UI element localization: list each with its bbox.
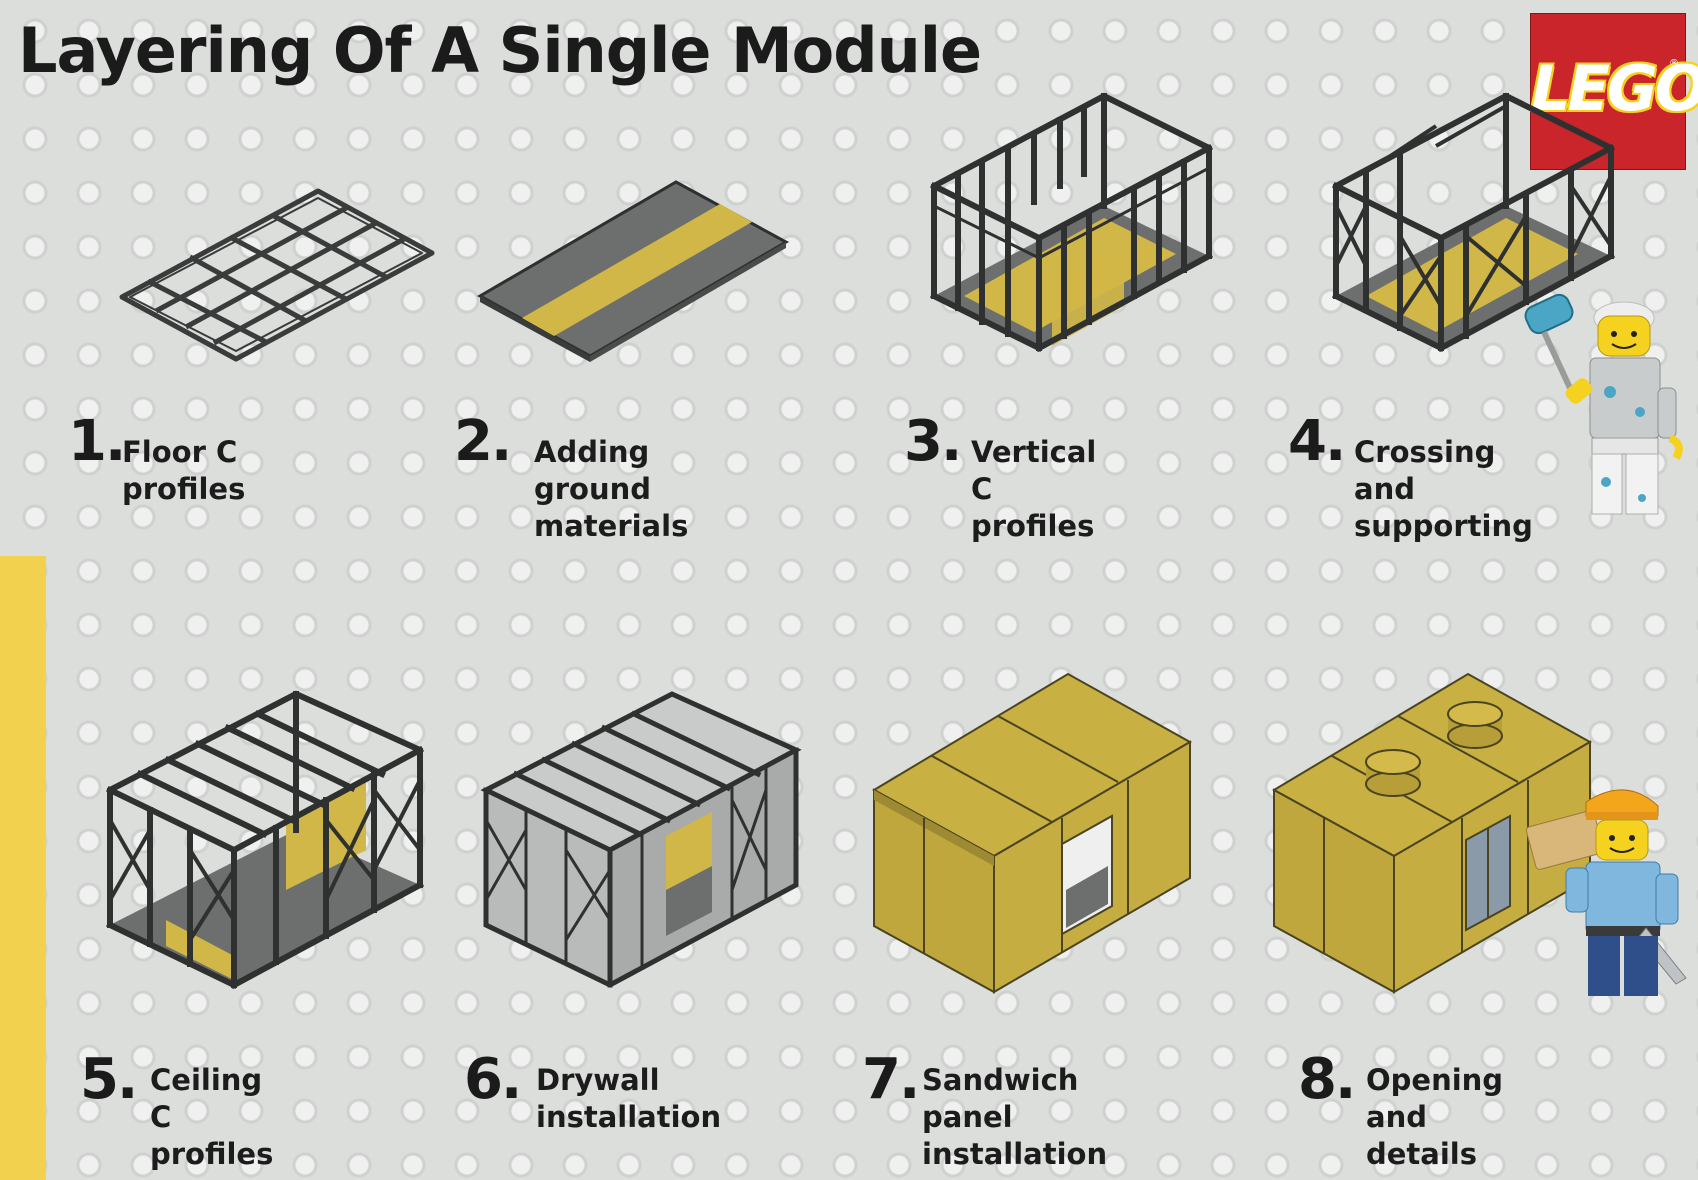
step-label: Adding ground materials — [534, 435, 689, 543]
step-label: Drywall installation — [536, 1063, 722, 1134]
page-title: Layering Of A Single Module — [18, 14, 982, 87]
step-label: Floor C profiles — [122, 435, 246, 506]
carpenter-minifigure-icon — [1525, 789, 1687, 996]
yellow-accent-bar — [0, 556, 46, 1180]
step-number: 5. — [80, 1047, 138, 1112]
ceiling-frame-illustration — [105, 690, 425, 990]
braced-frame-illustration — [1331, 92, 1616, 353]
step-number: 8. — [1298, 1047, 1356, 1112]
step-number: 3. — [904, 409, 962, 474]
finished-module-illustration — [1271, 672, 1593, 994]
step-label: Crossing and supporting — [1354, 435, 1533, 543]
floor-slab-illustration — [476, 180, 790, 362]
step-number: 4. — [1288, 409, 1346, 474]
step-number: 2. — [454, 409, 512, 474]
vertical-frame-illustration — [929, 92, 1214, 353]
sandwich-panel-illustration — [871, 672, 1193, 994]
step-number: 7. — [862, 1047, 920, 1112]
drywall-illustration — [480, 691, 802, 988]
painter-minifigure-icon — [1524, 293, 1683, 515]
step-number: 1. — [68, 409, 126, 474]
step-label: Vertical C profiles — [971, 435, 1097, 543]
step-label: Opening and details — [1366, 1063, 1504, 1171]
step-label: Ceiling C profiles — [150, 1063, 274, 1171]
step-label: Sandwich panel installation — [922, 1063, 1108, 1171]
floor-frame-illustration — [119, 188, 435, 362]
step-number: 6. — [464, 1047, 522, 1112]
logo-text: LEGO — [1530, 52, 1698, 125]
registered-mark: ® — [1669, 58, 1679, 69]
